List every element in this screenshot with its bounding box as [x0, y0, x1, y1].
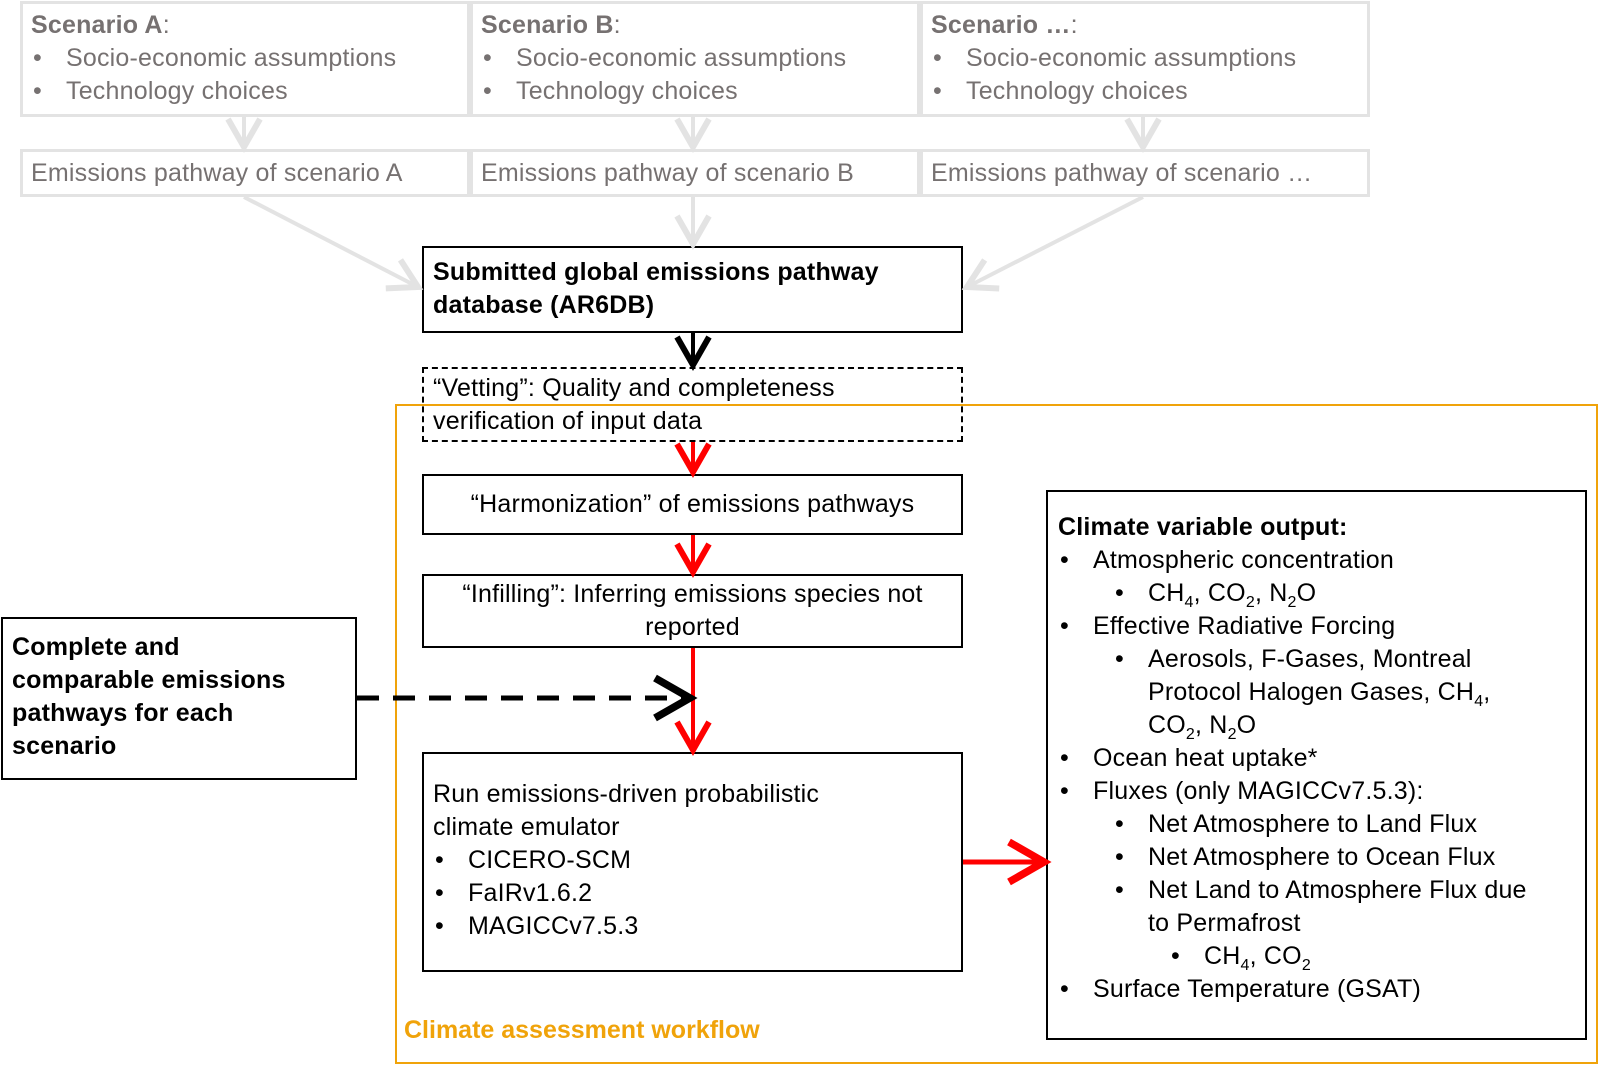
harmonization-box: “Harmonization” of emissions pathways — [422, 474, 963, 535]
list-item: Net Atmosphere to Ocean Flux — [1058, 841, 1575, 874]
list-item-continuation: to Permafrost — [1148, 909, 1301, 937]
harmonization-label: “Harmonization” of emissions pathways — [470, 490, 915, 518]
emulator-line: Run emissions-driven probabilistic — [433, 780, 820, 808]
scenario-title: Scenario … — [931, 11, 1071, 39]
list-item: Socio-economic assumptions — [31, 42, 459, 75]
vetting-line: “Vetting”: Quality and completeness — [433, 374, 835, 402]
scenario-title: Scenario A — [31, 11, 163, 39]
climate-assessment-workflow-frame — [395, 404, 1598, 1064]
colon: : — [613, 11, 621, 39]
infilling-line: reported — [645, 613, 740, 641]
list-item: Technology choices — [931, 75, 1359, 108]
list-item: Technology choices — [31, 75, 459, 108]
workflow-label: Climate assessment workflow — [404, 1016, 760, 1044]
model-item: CICERO-SCM — [433, 844, 952, 877]
emulator-line: climate emulator — [433, 813, 620, 841]
list-item: Aerosols, F-Gases, Montreal — [1058, 643, 1575, 676]
arrow-pathway-etc-to-db — [961, 195, 1144, 292]
infilling-line: “Infilling”: Inferring emissions species… — [462, 580, 923, 608]
list-item: Net Atmosphere to Land Flux — [1058, 808, 1575, 841]
list-item: Socio-economic assumptions — [931, 42, 1359, 75]
list-item-continuation: Protocol Halogen Gases, CH4, — [1148, 678, 1491, 710]
pathway-label: Emissions pathway of scenario B — [481, 159, 855, 187]
list-item: Fluxes (only MAGICCv7.5.3): — [1058, 775, 1575, 808]
arrow-pathway-a-to-db — [243, 195, 424, 292]
scenario-title: Scenario B — [481, 11, 614, 39]
list-item: Atmospheric concentration — [1058, 544, 1575, 577]
list-item: Surface Temperature (GSAT) — [1058, 973, 1575, 1006]
database-line: Submitted global emissions pathway — [433, 258, 879, 286]
pathway-b-box: Emissions pathway of scenario B — [470, 149, 920, 197]
scenario-a-box: Scenario A: Socio-economic assumptions T… — [20, 1, 470, 117]
climate-output-box: Climate variable output: Atmospheric con… — [1046, 490, 1587, 1040]
list-item: Ocean heat uptake* — [1058, 742, 1575, 775]
infilling-box: “Infilling”: Inferring emissions species… — [422, 574, 963, 648]
pathway-etc-box: Emissions pathway of scenario … — [920, 149, 1370, 197]
emulator-box: Run emissions-driven probabilistic clima… — [422, 752, 963, 972]
model-item: MAGICCv7.5.3 — [433, 910, 952, 943]
complete-line: Complete and — [12, 633, 180, 661]
scenario-etc-box: Scenario …: Socio-economic assumptions T… — [920, 1, 1370, 117]
pathway-a-box: Emissions pathway of scenario A — [20, 149, 470, 197]
vetting-box: “Vetting”: Quality and completeness veri… — [422, 367, 963, 442]
scenario-b-box: Scenario B: Socio-economic assumptions T… — [470, 1, 920, 117]
pathway-label: Emissions pathway of scenario A — [31, 159, 403, 187]
complete-line: scenario — [12, 732, 117, 760]
complete-pathways-box: Complete and comparable emissions pathwa… — [1, 617, 357, 780]
list-item: Effective Radiative Forcing — [1058, 610, 1575, 643]
list-item-continuation: CO2, N2O — [1148, 711, 1257, 743]
database-line: database (AR6DB) — [433, 291, 655, 319]
colon: : — [1070, 11, 1078, 39]
complete-line: comparable emissions — [12, 666, 286, 694]
database-box: Submitted global emissions pathway datab… — [422, 246, 963, 333]
list-item: Technology choices — [481, 75, 909, 108]
list-item: CH4, CO2, N2O — [1058, 577, 1575, 611]
list-item: Socio-economic assumptions — [481, 42, 909, 75]
list-item: Net Land to Atmosphere Flux due — [1058, 874, 1575, 907]
output-title: Climate variable output: — [1058, 513, 1348, 541]
pathway-label: Emissions pathway of scenario … — [931, 159, 1313, 187]
complete-line: pathways for each — [12, 699, 234, 727]
colon: : — [162, 11, 170, 39]
vetting-line: verification of input data — [433, 407, 703, 435]
list-item: CH4, CO2 — [1058, 940, 1575, 974]
model-item: FaIRv1.6.2 — [433, 877, 952, 910]
